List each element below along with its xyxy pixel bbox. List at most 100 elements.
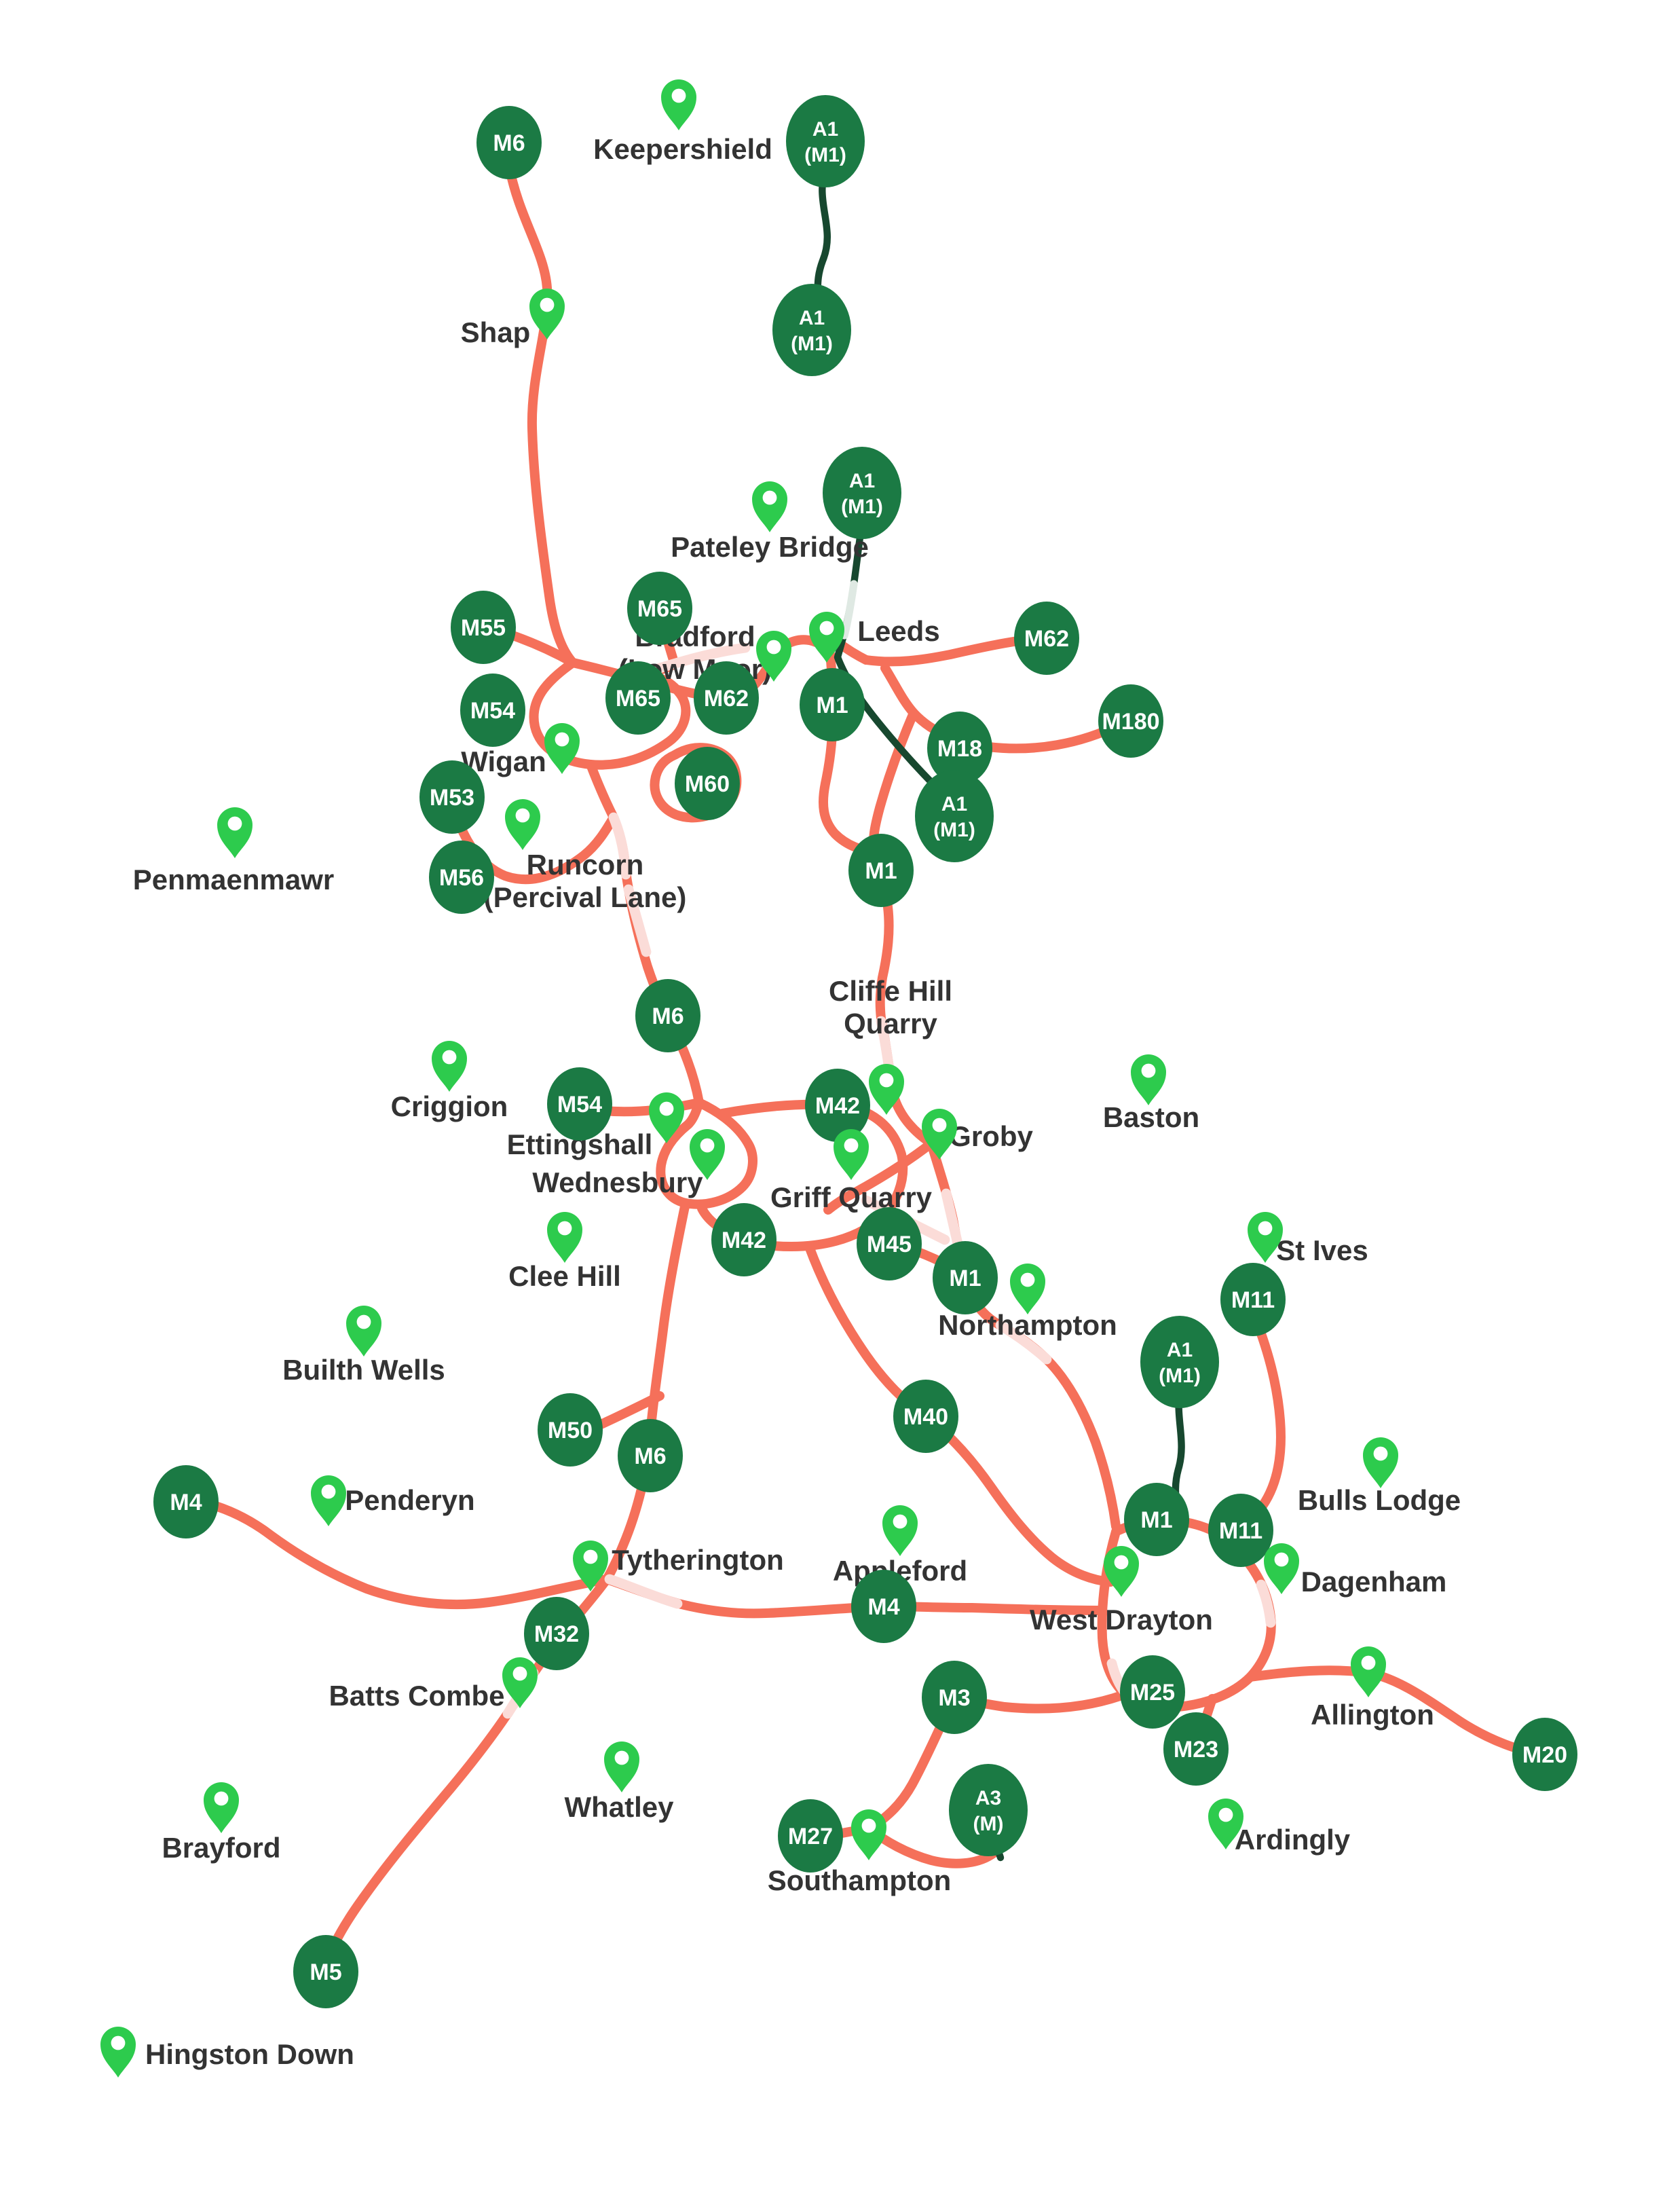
badge-m45[interactable]: M45 (857, 1207, 922, 1280)
badge-m6-1[interactable]: M6 (476, 106, 542, 179)
location-pin-icon (1131, 1054, 1166, 1105)
badge-a1m1-1[interactable]: A1(M1) (786, 95, 865, 187)
badge-m1-1[interactable]: M1 (800, 668, 865, 741)
badge-m55-text: M55 (461, 615, 506, 641)
pin-wednesbury[interactable] (690, 1129, 725, 1180)
pin-west-drayton[interactable] (1104, 1546, 1139, 1597)
pin-st-ives[interactable] (1248, 1212, 1283, 1263)
badge-m1-1-text: M1 (816, 693, 848, 718)
pin-dagenham[interactable] (1264, 1543, 1299, 1594)
road-a1-north (812, 164, 831, 308)
road-m18-link (869, 708, 918, 858)
badge-m23[interactable]: M23 (1163, 1712, 1229, 1786)
badge-m65-2-text: M65 (616, 686, 660, 712)
badge-m4-2[interactable]: M4 (851, 1570, 916, 1643)
badge-m62-1-shield (1014, 602, 1079, 675)
badge-a1m1-5[interactable]: A1(M1) (1140, 1316, 1219, 1408)
badge-m11-1[interactable]: M11 (1220, 1263, 1286, 1336)
pin-ardingly[interactable] (1208, 1799, 1243, 1849)
badge-m11-2[interactable]: M11 (1208, 1494, 1273, 1567)
pin-keepershield[interactable] (661, 79, 696, 130)
badge-m54-2[interactable]: M54 (547, 1067, 612, 1141)
badge-m1-3[interactable]: M1 (933, 1241, 998, 1314)
pin-runcorn-percival-lane[interactable] (505, 799, 540, 850)
badge-m32[interactable]: M32 (524, 1597, 589, 1670)
location-pin-icon (1208, 1799, 1243, 1849)
badge-m6-2[interactable]: M6 (635, 979, 700, 1052)
pin-tytherington[interactable] (573, 1541, 608, 1591)
pin-griff-quarry[interactable] (834, 1129, 869, 1180)
badge-m40[interactable]: M40 (893, 1380, 958, 1453)
badge-m1-2-shield (848, 834, 914, 907)
road-fade-runcorn (608, 812, 631, 880)
badge-m20[interactable]: M20 (1512, 1718, 1577, 1791)
pin-bradford-low-moor[interactable] (756, 631, 791, 682)
badge-m1-4[interactable]: M1 (1124, 1483, 1189, 1556)
badge-m42-1[interactable]: M42 (805, 1069, 870, 1142)
pin-bulls-lodge[interactable] (1363, 1437, 1398, 1488)
road-fade-tytherington (604, 1574, 683, 1609)
pin-clee-hill[interactable] (547, 1212, 582, 1263)
badge-m53-shield (419, 760, 485, 834)
badge-m55[interactable]: M55 (451, 591, 516, 664)
pin-northampton[interactable] (1010, 1264, 1045, 1314)
badge-m54-1[interactable]: M54 (460, 674, 525, 747)
pin-batts-combe[interactable] (502, 1657, 538, 1708)
pin-hole (442, 1050, 457, 1065)
badge-m50[interactable]: M50 (538, 1393, 603, 1467)
badge-m25[interactable]: M25 (1120, 1655, 1185, 1729)
pin-ettingshall[interactable] (649, 1092, 684, 1143)
badge-a1m1-4-text: A1 (941, 793, 967, 815)
pin-builth-wells[interactable] (346, 1306, 381, 1357)
badge-m4-1[interactable]: M4 (153, 1465, 219, 1538)
pin-keepershield-label: Keepershield (593, 133, 772, 165)
badge-m60[interactable]: M60 (675, 747, 740, 820)
pin-wigan[interactable] (544, 723, 580, 774)
pin-pateley-bridge[interactable] (752, 481, 787, 532)
badge-m27[interactable]: M27 (778, 1799, 843, 1873)
badge-a3m[interactable]: A3(M) (949, 1764, 1028, 1856)
badge-m54-1-shield (460, 674, 525, 747)
badge-m53[interactable]: M53 (419, 760, 485, 834)
pin-baston[interactable] (1131, 1054, 1166, 1105)
badge-m62-1[interactable]: M62 (1014, 602, 1079, 675)
badge-m3[interactable]: M3 (922, 1661, 987, 1734)
badge-m180[interactable]: M180 (1098, 684, 1163, 758)
pin-leeds[interactable] (809, 612, 844, 663)
pin-southampton[interactable] (851, 1809, 886, 1860)
pin-penmaenmawr[interactable] (217, 807, 252, 858)
badge-a3m-text: (M) (973, 1813, 1004, 1835)
pin-cliffe-hill-quarry[interactable] (869, 1064, 904, 1115)
road-fade-runcorn-2 (623, 884, 652, 957)
badge-a1m1-1-text: (M1) (804, 144, 846, 166)
badge-m62-2[interactable]: M62 (694, 661, 759, 735)
badge-m3-shield (922, 1661, 987, 1734)
pin-allington[interactable] (1351, 1646, 1386, 1697)
badge-m65-1-shield (627, 572, 692, 645)
badge-m65-1[interactable]: M65 (627, 572, 692, 645)
badge-m6-3[interactable]: M6 (618, 1419, 683, 1492)
badge-m5[interactable]: M5 (293, 1935, 358, 2008)
badge-m18[interactable]: M18 (927, 712, 992, 785)
road-m20-road (1246, 1665, 1550, 1759)
pin-criggion[interactable] (432, 1041, 467, 1092)
badge-a1m1-2[interactable]: A1(M1) (772, 284, 851, 376)
location-pin-icon (1264, 1543, 1299, 1594)
badge-a1m1-1-shield (786, 95, 865, 187)
pin-appleford[interactable] (882, 1505, 918, 1556)
pin-penderyn[interactable] (311, 1475, 346, 1526)
badge-a1m1-4[interactable]: A1(M1) (915, 770, 994, 862)
pin-hingston-down[interactable] (100, 2027, 136, 2078)
badge-a1m1-2-text: A1 (799, 307, 825, 329)
badge-a1m1-3[interactable]: A1(M1) (823, 447, 901, 539)
badge-m1-2[interactable]: M1 (848, 834, 914, 907)
pin-hole (879, 1073, 894, 1088)
badge-m56[interactable]: M56 (429, 841, 494, 914)
pin-brayford[interactable] (204, 1782, 239, 1833)
badge-m65-2[interactable]: M65 (605, 661, 671, 735)
pin-whatley[interactable] (604, 1741, 639, 1792)
road-m3-road (865, 1690, 1129, 1868)
badge-m42-2[interactable]: M42 (711, 1203, 777, 1276)
pin-groby[interactable] (922, 1109, 957, 1160)
pin-shap[interactable] (529, 289, 565, 339)
